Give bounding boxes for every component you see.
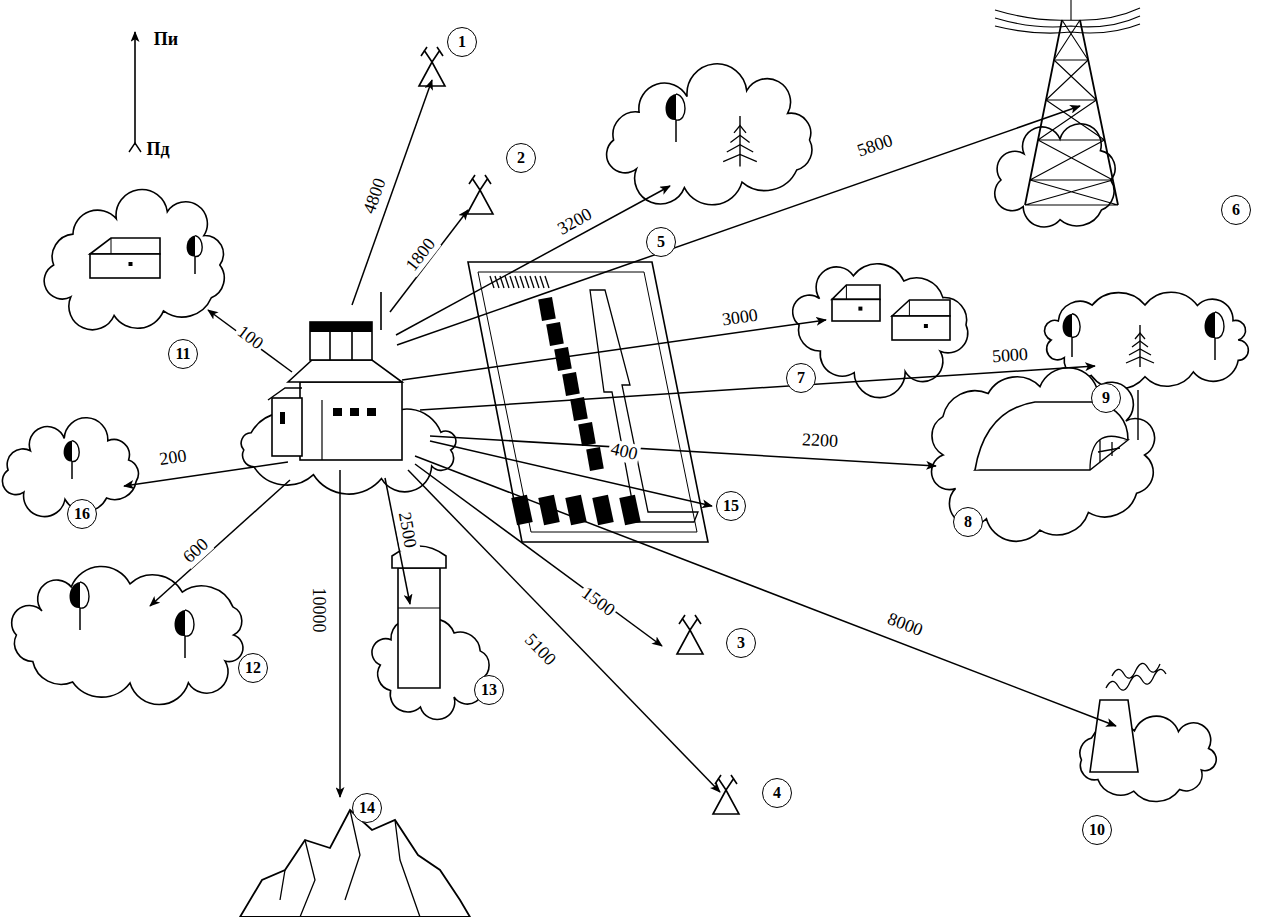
- callout-number: 6: [1221, 195, 1251, 225]
- bearing-arrow: [430, 441, 712, 506]
- runway: [468, 262, 708, 542]
- distance-label: 2500: [394, 509, 420, 552]
- direction-label: Пи: [152, 30, 180, 50]
- callout-text: 5: [657, 234, 665, 250]
- bearing-arrow: [402, 320, 826, 380]
- callout-text: 14: [359, 800, 375, 816]
- callout-number: 5: [646, 227, 676, 257]
- bearing-arrow: [390, 210, 468, 312]
- bearing-arrow: [420, 366, 1095, 410]
- callout-text: 9: [1102, 390, 1110, 406]
- callout-number: 7: [786, 363, 816, 393]
- distance-label: 5100: [519, 629, 561, 672]
- distance-label: 4800: [359, 174, 391, 218]
- callout-text: 1: [458, 34, 466, 50]
- distance-label: 1800: [401, 233, 441, 277]
- distance-label: 5800: [853, 130, 897, 162]
- callout-text: 16: [74, 506, 90, 522]
- callout-number: 3: [726, 628, 756, 658]
- callout-text: 4: [773, 785, 781, 801]
- callout-number: 15: [716, 491, 746, 521]
- callout-text: 15: [723, 498, 739, 514]
- callout-number: 16: [67, 499, 97, 529]
- callout-number: 10: [1082, 815, 1112, 845]
- callout-number: 11: [168, 339, 198, 369]
- landmarks: [2, 0, 1248, 917]
- distance-label: 8000: [883, 609, 927, 642]
- bearing-arrow: [415, 464, 662, 646]
- bearing-arrow: [339, 470, 341, 797]
- bearing-arrow: [415, 456, 1116, 726]
- callout-number: 14: [352, 793, 382, 823]
- callout-number: 13: [474, 675, 504, 705]
- callout-text: 12: [245, 660, 261, 676]
- callout-number: 2: [506, 143, 536, 173]
- callout-number: 8: [953, 507, 983, 537]
- north-arrow: [129, 32, 141, 152]
- callout-text: 8: [964, 514, 972, 530]
- bearing-arrow: [430, 436, 936, 466]
- bearing-arrow: [124, 462, 288, 486]
- distance-label: 3000: [719, 305, 761, 330]
- callout-text: 7: [797, 370, 805, 386]
- distance-label: 400: [607, 439, 642, 465]
- callout-text: 6: [1232, 202, 1240, 218]
- callout-number: 1: [447, 27, 477, 57]
- callout-number: 9: [1091, 383, 1121, 413]
- callout-number: 4: [762, 778, 792, 808]
- distance-label: 3200: [553, 204, 598, 241]
- distance-label: 2200: [800, 430, 841, 452]
- callout-text: 13: [481, 682, 497, 698]
- distance-label: 200: [156, 446, 189, 470]
- distance-label: 5000: [989, 345, 1030, 368]
- callout-text: 10: [1089, 822, 1105, 838]
- bearing-arrow: [397, 106, 1080, 345]
- distance-label: 600: [178, 533, 214, 568]
- bearing-arrow: [408, 470, 720, 792]
- callout-number: 12: [238, 653, 268, 683]
- callout-text: 2: [517, 150, 525, 166]
- distance-label: 100: [232, 321, 269, 355]
- callout-text: 11: [175, 346, 190, 362]
- distance-label: 1500: [576, 582, 620, 622]
- bearing-arrow: [150, 480, 290, 606]
- distance-label: 10000: [308, 586, 328, 635]
- bearing-arrows: [124, 80, 1116, 797]
- bearing-arrow: [208, 310, 292, 372]
- direction-label: Пд: [144, 140, 171, 160]
- bearing-arrow: [396, 186, 670, 335]
- callout-text: 3: [737, 635, 745, 651]
